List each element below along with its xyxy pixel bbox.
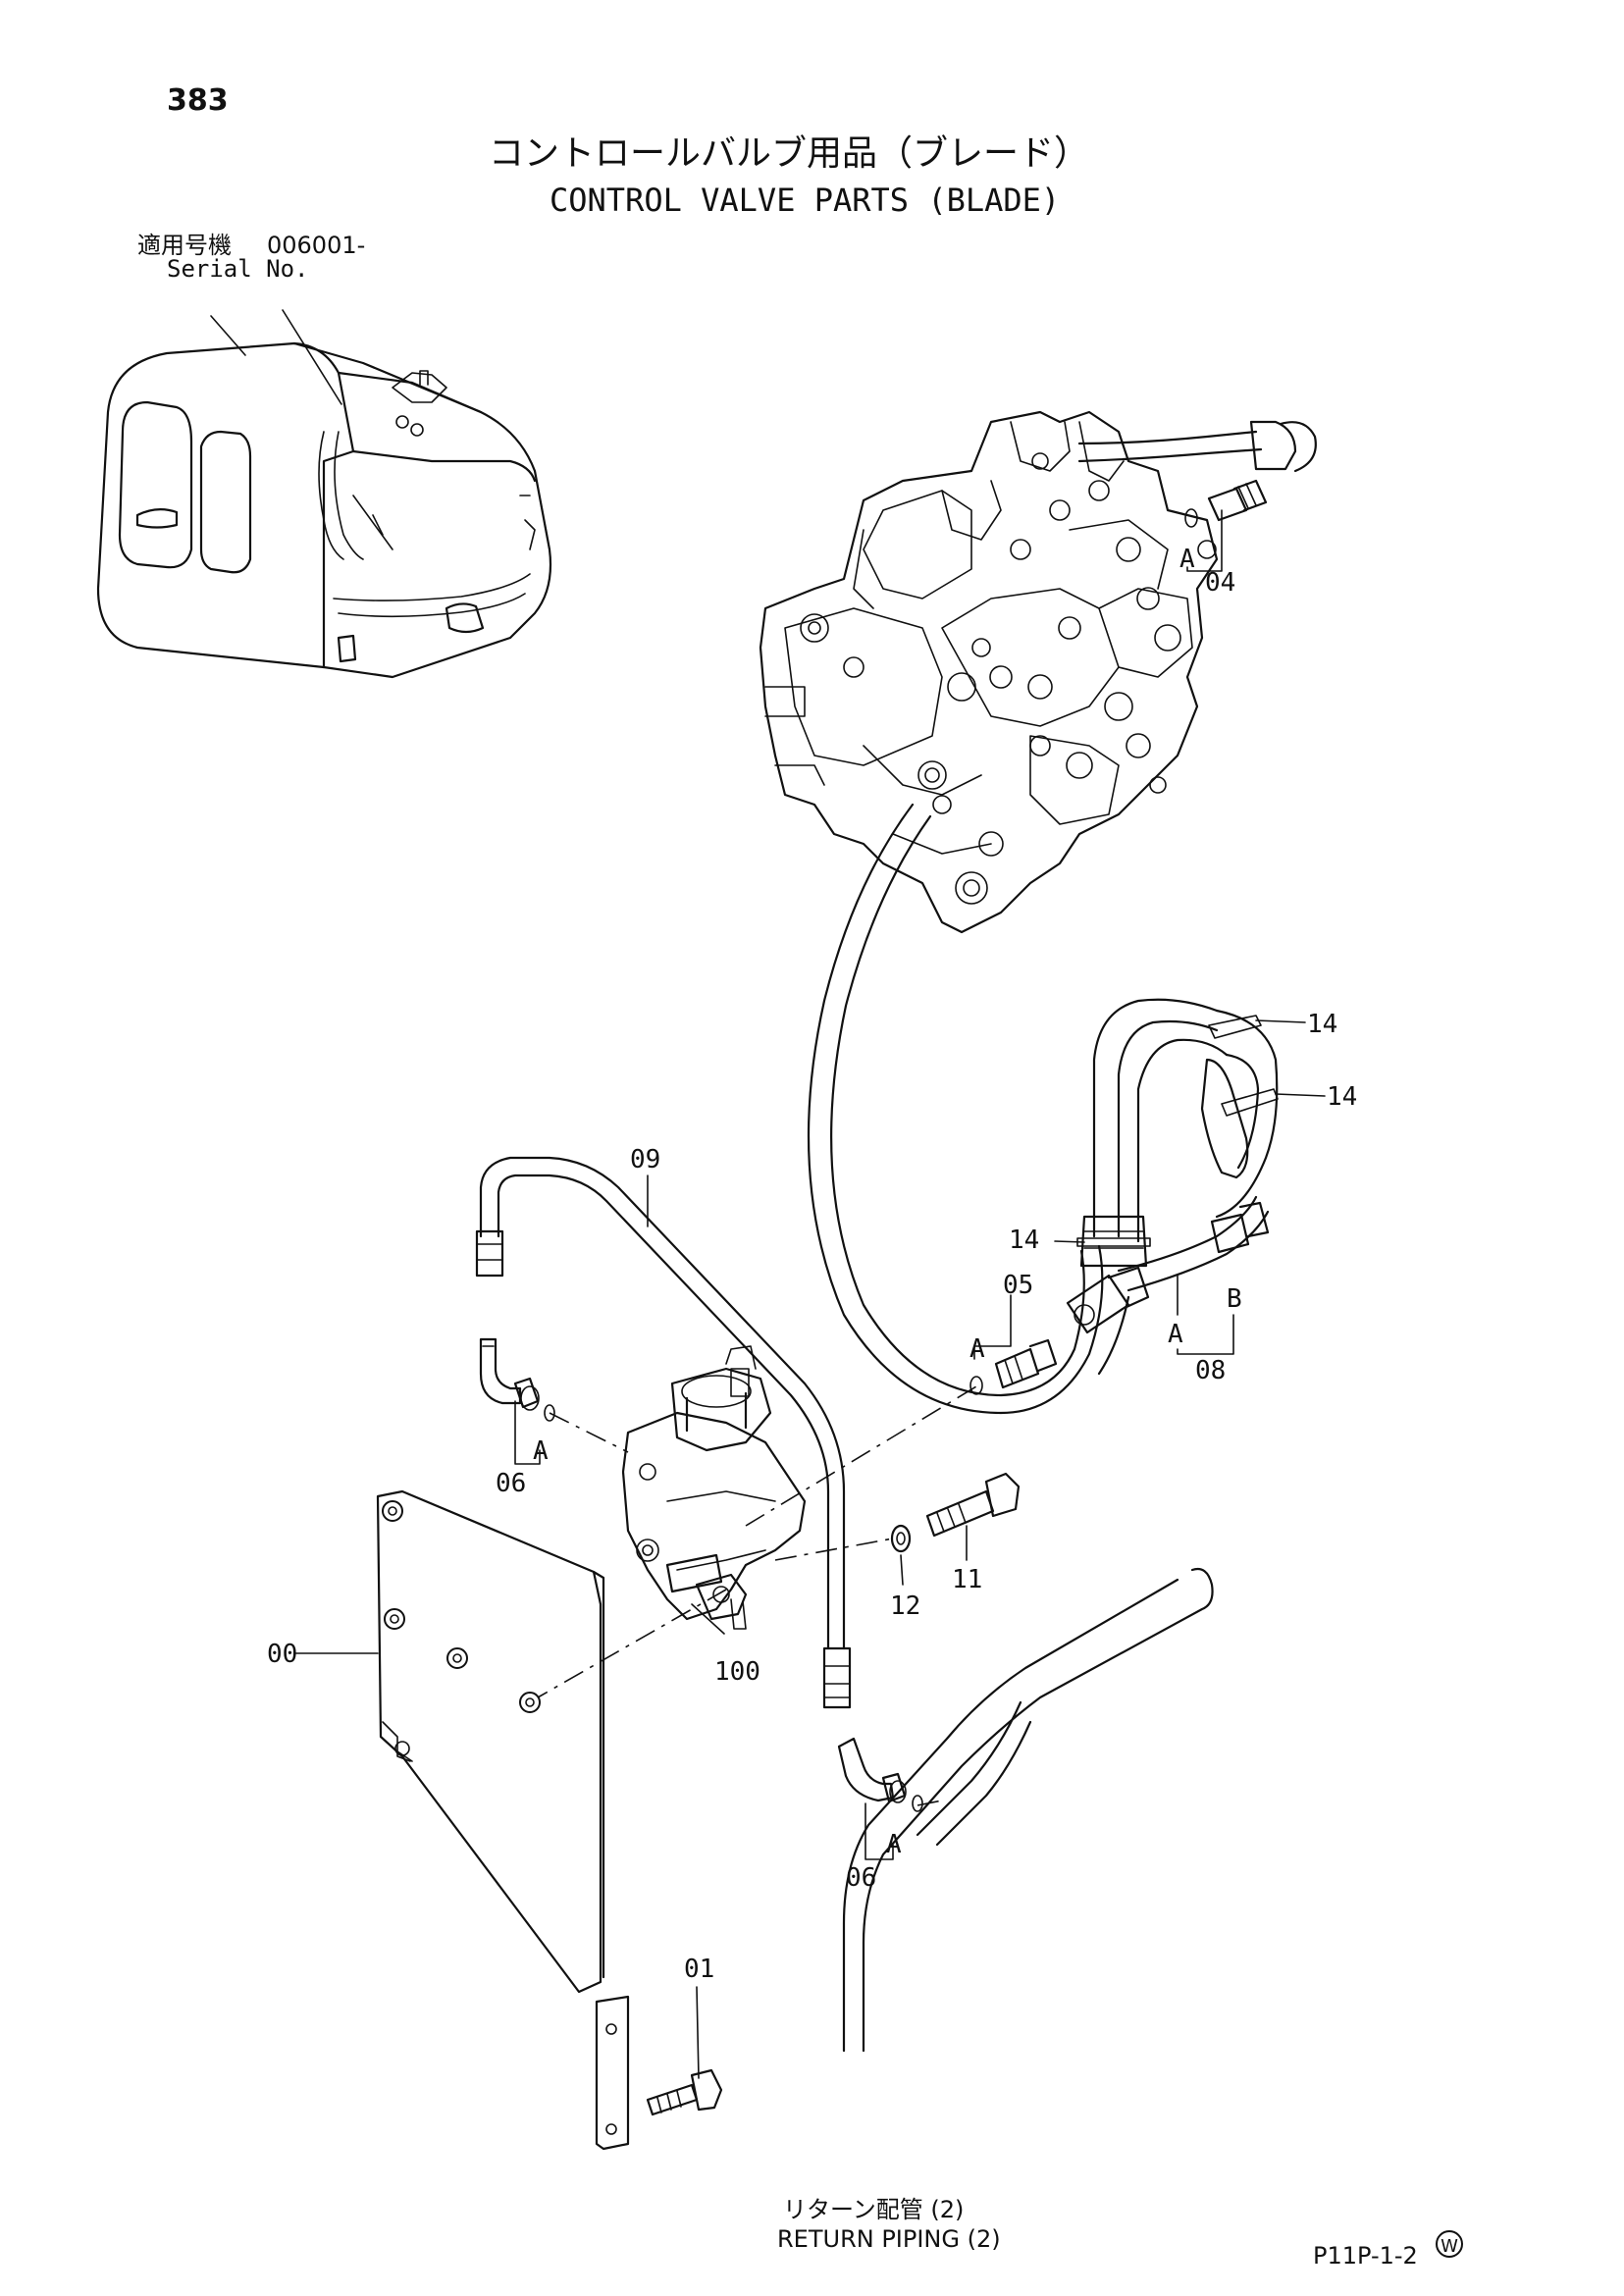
washer-12 — [890, 1524, 912, 1553]
elbow-fitting-06-lower — [837, 1737, 923, 1812]
callout-00: 00 — [267, 1640, 297, 1669]
footer-mark-letter: W — [1441, 2236, 1458, 2257]
callout-a-08: A — [1168, 1320, 1183, 1349]
callout-a-06-upper: A — [533, 1436, 549, 1466]
leader-lines — [293, 509, 1326, 2079]
control-valve-assembly — [759, 410, 1317, 1415]
return-piping-label-english: RETURN PIPING (2) — [777, 2225, 1001, 2253]
title-english: CONTROL VALVE PARTS (BLADE) — [550, 182, 1060, 219]
serial-label-english: Serial No. — [167, 255, 309, 283]
callout-04: 04 — [1205, 568, 1235, 598]
title-japanese: コントロールバルブ用品（ブレード） — [489, 133, 1089, 174]
fitting-04 — [1184, 479, 1268, 528]
return-piping — [842, 1567, 1214, 2053]
blade-hoses — [1066, 998, 1279, 1376]
callout-06-upper: 06 — [496, 1469, 526, 1498]
excavator-cab-illustration — [96, 309, 552, 679]
callout-a-05: A — [969, 1334, 985, 1364]
mounting-plate-00 — [376, 1489, 605, 1994]
bracket-strip — [595, 1995, 630, 2151]
callout-06-lower: 06 — [846, 1863, 876, 1893]
footer-page-code: P11P-1-2 — [1313, 2242, 1418, 2270]
callout-labels: 14 14 14 04 A 05 A B A 08 09 A 06 A 06 0… — [267, 545, 1357, 1984]
footer-mark: W — [1436, 2230, 1463, 2258]
assembly-center-lines — [537, 1383, 982, 1806]
blade-valve-body — [621, 1345, 807, 1630]
bolt-11 — [925, 1472, 1021, 1538]
fitting-05 — [969, 1338, 1058, 1395]
return-piping-label-japanese: リターン配管 (2) — [783, 2196, 964, 2223]
callout-12: 12 — [890, 1592, 920, 1621]
callout-11: 11 — [952, 1565, 982, 1594]
callout-01: 01 — [684, 1955, 714, 1984]
callout-b-08: B — [1227, 1284, 1242, 1314]
callout-08: 08 — [1195, 1356, 1226, 1385]
callout-a-04: A — [1179, 545, 1195, 574]
callout-05: 05 — [1003, 1271, 1033, 1300]
elbow-fitting-06-upper — [479, 1337, 555, 1422]
page-number: 383 — [167, 83, 229, 118]
pipe-09 — [475, 1156, 852, 1709]
serial-value: 006001- — [267, 232, 365, 259]
callout-09: 09 — [630, 1145, 660, 1174]
bolt-01 — [646, 2068, 723, 2116]
serial-label-japanese: 適用号機 — [137, 232, 232, 259]
callout-a-06-lower: A — [886, 1830, 902, 1859]
callout-100: 100 — [714, 1657, 760, 1687]
callout-14-top: 14 — [1307, 1010, 1337, 1039]
callout-14-mid: 14 — [1327, 1082, 1357, 1112]
callout-14-clamp: 14 — [1009, 1226, 1039, 1255]
